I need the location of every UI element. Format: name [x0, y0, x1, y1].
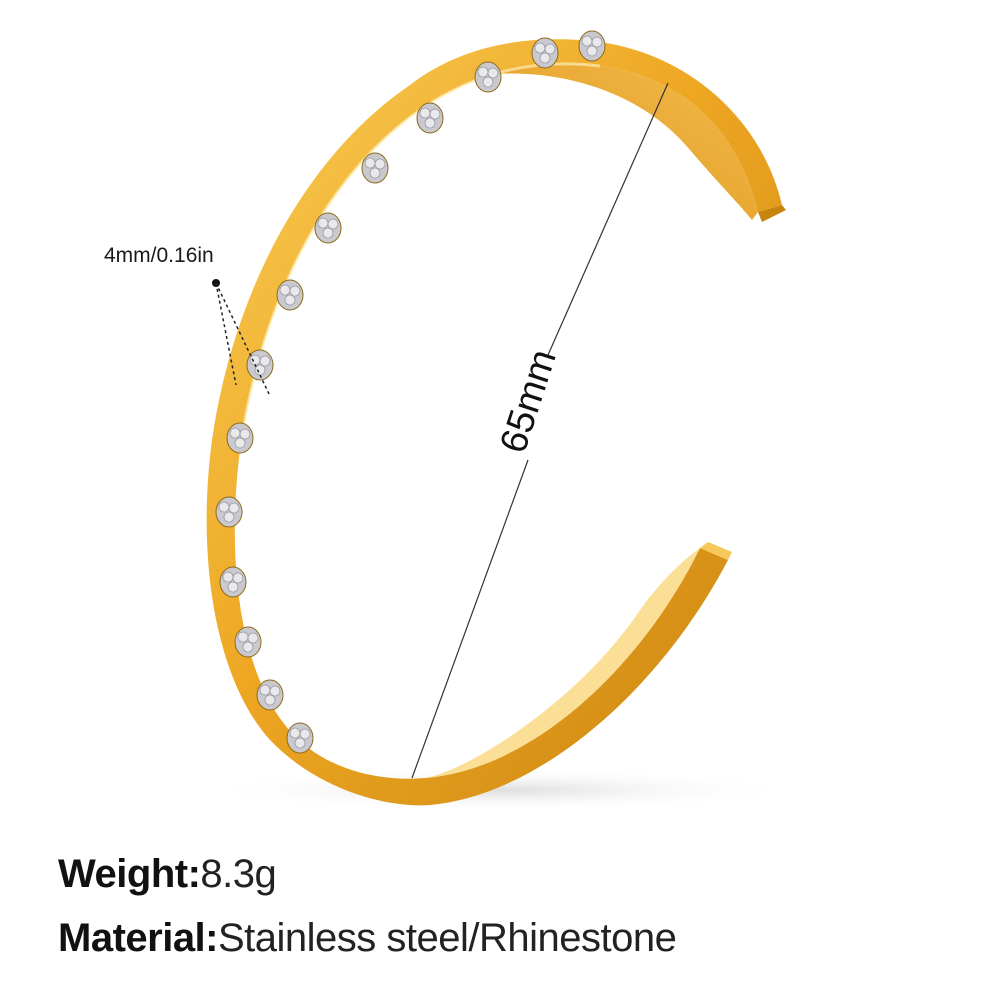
rhinestone-cluster [226, 422, 254, 454]
bangle-inner-band [495, 63, 758, 220]
weight-key: Weight: [58, 852, 201, 896]
rhinestone-cluster [474, 61, 502, 93]
rhinestone-cluster [578, 30, 606, 62]
weight-value: 8.3g [200, 852, 277, 896]
material-key: Material: [58, 916, 219, 960]
rhinestone-cluster [361, 152, 389, 184]
rhinestone-clusters [215, 30, 606, 754]
rhinestone-cluster [234, 626, 262, 658]
rhinestone-cluster [286, 722, 314, 754]
rhinestone-cluster [215, 496, 243, 528]
width-label: 4mm/0.16in [104, 244, 214, 267]
bangle-end-top [758, 205, 786, 222]
rhinestone-cluster [246, 349, 274, 381]
material-value: Stainless steel/Rhinestone [218, 916, 677, 960]
rhinestone-cluster [276, 279, 304, 311]
weight-spec: Weight:8.3g [58, 852, 277, 897]
diameter-dimension-line [411, 82, 669, 779]
rhinestone-cluster [256, 679, 284, 711]
width-dimension-marker [212, 279, 271, 397]
bangle-outer-band [206, 39, 782, 806]
material-spec: Material:Stainless steel/Rhinestone [58, 916, 677, 961]
rhinestone-cluster [531, 37, 559, 69]
rhinestone-cluster [314, 212, 342, 244]
rhinestone-cluster [416, 102, 444, 134]
diameter-label: 65mm [492, 345, 565, 458]
rhinestone-cluster [219, 566, 247, 598]
bangle-end-bottom [700, 542, 732, 560]
bangle-highlight [238, 62, 601, 451]
